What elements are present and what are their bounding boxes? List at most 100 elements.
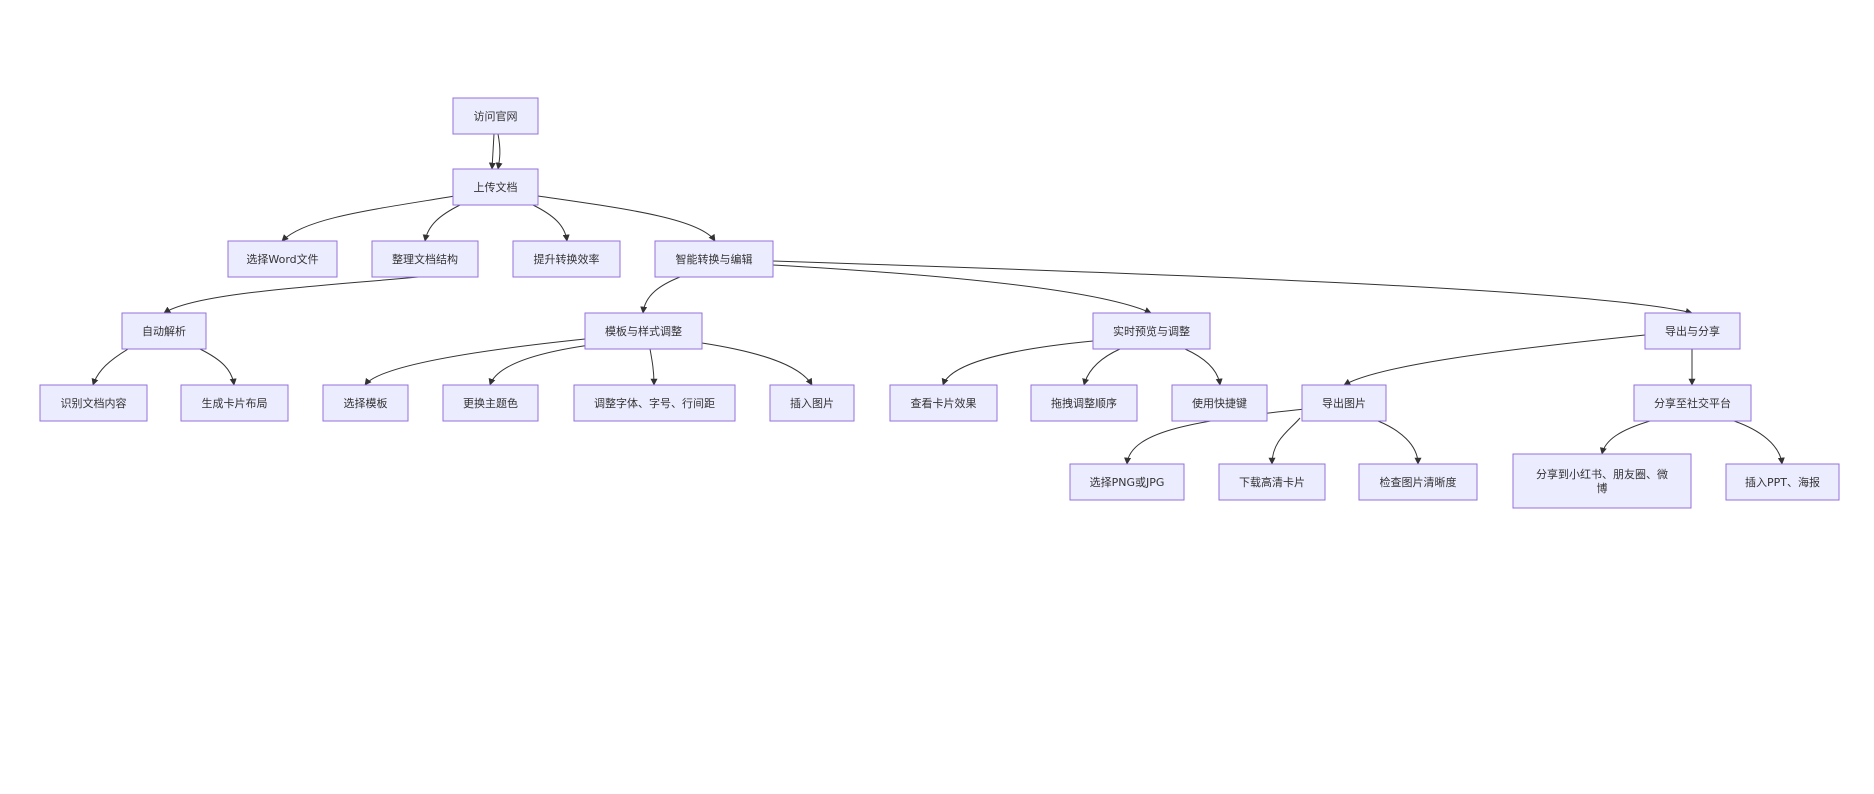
node-n3[interactable]: 选择Word文件	[227, 240, 338, 278]
node-box	[371, 240, 479, 278]
node-n2[interactable]: 上传文档	[452, 168, 539, 206]
edge-n2-to-n5	[532, 204, 570, 242]
node-label: 选择模板	[344, 396, 388, 410]
edge-n6-to-n8	[640, 276, 681, 314]
node-n21[interactable]: 分享至社交平台	[1633, 384, 1752, 422]
node-box	[573, 384, 736, 422]
node-n9[interactable]: 实时预览与调整	[1092, 312, 1211, 350]
edge-n20-to-n23	[1268, 417, 1301, 465]
node-box	[1092, 312, 1211, 350]
node-label: 整理文档结构	[392, 252, 458, 266]
node-n14[interactable]: 更换主题色	[442, 384, 539, 422]
node-box	[1725, 463, 1840, 501]
node-box	[654, 240, 774, 278]
node-box	[1069, 463, 1185, 501]
node-n23[interactable]: 下载高清卡片	[1218, 463, 1326, 501]
node-box	[1633, 384, 1752, 422]
node-box	[1512, 453, 1692, 509]
node-label: 模板与样式调整	[605, 324, 682, 338]
node-label: 识别文档内容	[61, 396, 127, 410]
node-n17[interactable]: 查看卡片效果	[889, 384, 998, 422]
node-n6[interactable]: 智能转换与编辑	[654, 240, 774, 278]
node-n25[interactable]: 分享到小红书、朋友圈、微博	[1512, 453, 1692, 509]
node-box	[180, 384, 289, 422]
node-box	[889, 384, 998, 422]
edge-n1-to-n2	[488, 133, 496, 170]
node-n19[interactable]: 使用快捷键	[1171, 384, 1268, 422]
node-box	[322, 384, 409, 422]
edge-n8-to-n16	[701, 342, 813, 386]
node-box	[1358, 463, 1478, 501]
node-label: 提升转换效率	[534, 252, 600, 266]
node-box	[452, 97, 539, 135]
node-box	[1171, 384, 1268, 422]
edge-n7-to-n12	[199, 348, 237, 386]
node-label: 导出与分享	[1665, 324, 1720, 338]
edge-n8-to-n13	[364, 338, 586, 386]
node-n18[interactable]: 拖拽调整顺序	[1030, 384, 1138, 422]
edge-n20-to-n24	[1377, 420, 1422, 465]
node-n24[interactable]: 检查图片清晰度	[1358, 463, 1478, 501]
node-box	[227, 240, 338, 278]
node-n4[interactable]: 整理文档结构	[371, 240, 479, 278]
node-label: 拖拽调整顺序	[1051, 396, 1117, 410]
edge-n6-to-n7	[163, 271, 471, 314]
edge-n6-to-n10	[772, 260, 1693, 315]
node-n16[interactable]: 插入图片	[769, 384, 855, 422]
edge-n2-to-n4	[422, 204, 461, 242]
edge-n21-to-n25	[1599, 420, 1651, 455]
node-label: 博	[1597, 482, 1608, 495]
node-box	[121, 312, 207, 350]
edge-n9-to-n18	[1082, 348, 1121, 386]
node-label: 自动解析	[142, 324, 186, 338]
edge-n2-to-n6	[537, 195, 716, 242]
node-label: 更换主题色	[463, 396, 518, 410]
node-n15[interactable]: 调整字体、字号、行间距	[573, 384, 736, 422]
node-n11[interactable]: 识别文档内容	[39, 384, 148, 422]
node-n20[interactable]: 导出图片	[1301, 384, 1387, 422]
node-label: 查看卡片效果	[911, 396, 977, 410]
node-label: 分享到小红书、朋友圈、微	[1536, 467, 1668, 481]
node-n13[interactable]: 选择模板	[322, 384, 409, 422]
node-box	[1218, 463, 1326, 501]
node-box	[584, 312, 703, 350]
edge-n6-to-n9	[772, 264, 1152, 314]
node-label: 插入PPT、海报	[1745, 475, 1820, 489]
node-box	[452, 168, 539, 206]
node-label: 下载高清卡片	[1239, 475, 1305, 489]
node-box	[1644, 312, 1741, 350]
node-box	[1301, 384, 1387, 422]
node-box	[1030, 384, 1138, 422]
node-label: 使用快捷键	[1192, 396, 1247, 410]
edge-n7-to-n11	[91, 348, 129, 386]
edge-n20-to-n22	[1124, 408, 1306, 465]
node-label: 上传文档	[474, 180, 518, 194]
node-label: 智能转换与编辑	[676, 252, 753, 266]
node-label: 检查图片清晰度	[1380, 475, 1457, 489]
node-n1[interactable]: 访问官网	[452, 97, 539, 135]
edge-n9-to-n17	[941, 340, 1094, 386]
edge-n21-to-n26	[1733, 420, 1785, 465]
node-label: 选择Word文件	[246, 252, 318, 266]
node-box	[769, 384, 855, 422]
edges-layer	[91, 133, 1785, 465]
node-n10[interactable]: 导出与分享	[1644, 312, 1741, 350]
node-n8[interactable]: 模板与样式调整	[584, 312, 703, 350]
node-box	[442, 384, 539, 422]
edge-n1-to-n2	[495, 133, 503, 170]
edge-n8-to-n15	[649, 348, 658, 386]
node-label: 调整字体、字号、行间距	[594, 396, 715, 410]
node-label: 选择PNG或JPG	[1090, 475, 1165, 489]
node-box	[512, 240, 621, 278]
node-n26[interactable]: 插入PPT、海报	[1725, 463, 1840, 501]
edge-n2-to-n3	[281, 195, 456, 242]
edge-n9-to-n19	[1184, 348, 1223, 386]
edge-n10-to-n20	[1343, 334, 1646, 386]
node-n22[interactable]: 选择PNG或JPG	[1069, 463, 1185, 501]
node-n7[interactable]: 自动解析	[121, 312, 207, 350]
node-n12[interactable]: 生成卡片布局	[180, 384, 289, 422]
node-n5[interactable]: 提升转换效率	[512, 240, 621, 278]
node-box	[39, 384, 148, 422]
